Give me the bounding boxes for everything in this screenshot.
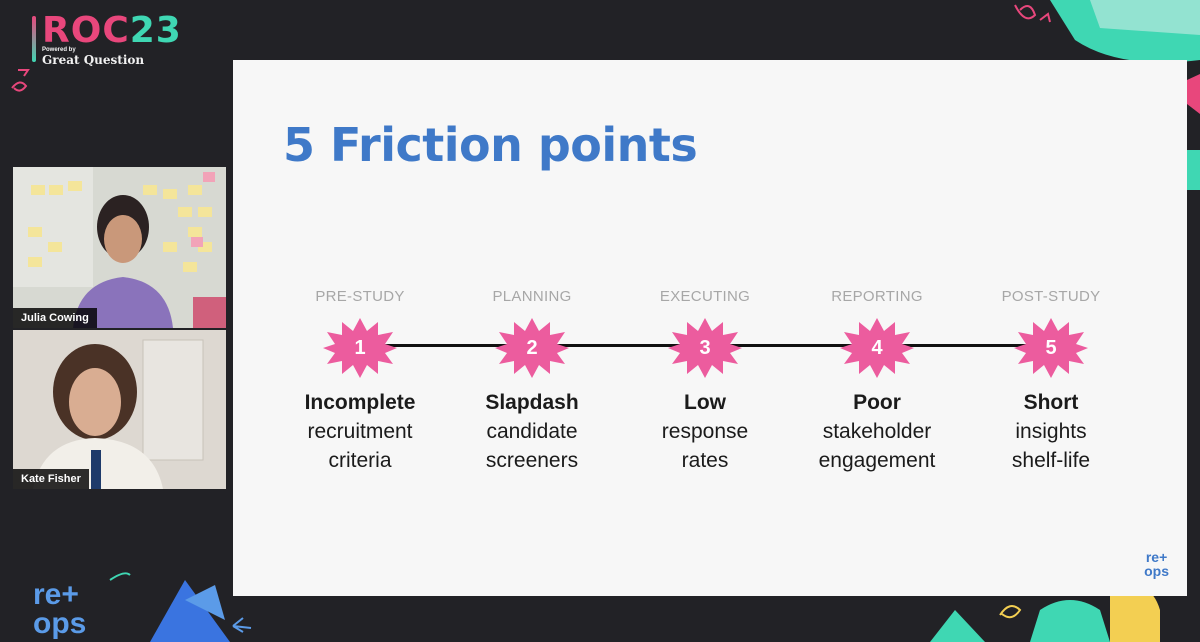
burst-icon: 4 — [840, 317, 914, 379]
stage-label: PLANNING — [492, 288, 572, 305]
stage-pre-study: PRE-STUDY 1 Incomplete recruitment crite… — [265, 286, 455, 475]
stage-description: response rates — [661, 420, 749, 472]
stage-post-study: POST-STUDY 5 Short insights shelf-life — [956, 286, 1146, 475]
burst-icon: 2 — [495, 317, 569, 379]
powered-by-text: Powered by — [42, 47, 76, 53]
stage-label: POST-STUDY — [1001, 288, 1101, 305]
stage-number: 1 — [354, 337, 366, 359]
stage-label: EXECUTING — [659, 288, 751, 305]
stage-reporting: REPORTING 4 Poor stakeholder engagement — [782, 286, 972, 475]
video-tile-participant-2[interactable]: Kate Fisher — [13, 330, 226, 489]
participant-video-2 — [13, 330, 226, 489]
stage-number: 4 — [871, 337, 883, 359]
stage-heading: Slapdash — [485, 391, 579, 414]
sponsor-name: Great Question — [42, 53, 145, 67]
burst-icon: 5 — [1014, 317, 1088, 379]
stage-description: candidate screeners — [485, 420, 579, 472]
stage-label: PRE-STUDY — [315, 288, 405, 305]
stage-executing: EXECUTING 3 Low response rates — [610, 286, 800, 475]
stage-heading: Poor — [853, 391, 901, 414]
stage-heading: Incomplete — [304, 391, 416, 414]
burst-icon: 3 — [668, 317, 742, 379]
stage-description: insights shelf-life — [1011, 420, 1091, 472]
brand-logo: re+ ops — [33, 578, 87, 640]
stage-label: REPORTING — [831, 288, 923, 305]
presentation-slide: 5 Friction points PRE-STUDY 1 Incomplete… — [233, 60, 1187, 596]
slide-title: 5 Friction points — [283, 118, 698, 172]
stage-planning: PLANNING 2 Slapdash candidate screeners — [437, 286, 627, 475]
stage-description: stakeholder engagement — [818, 420, 936, 472]
stage-number: 3 — [699, 337, 711, 359]
video-tile-participant-1[interactable]: Julia Cowing — [13, 167, 226, 328]
participant-video-1 — [13, 167, 226, 328]
participant-name-tag: Kate Fisher — [13, 469, 89, 489]
stage-number: 2 — [526, 337, 538, 359]
participant-name-tag: Julia Cowing — [13, 308, 97, 328]
stage-heading: Low — [684, 391, 726, 414]
logo-bar — [32, 16, 36, 62]
stage-description: recruitment criteria — [307, 420, 413, 472]
stage-heading: Short — [1023, 391, 1079, 414]
stage-number: 5 — [1045, 337, 1057, 359]
burst-icon: 1 — [323, 317, 397, 379]
logo-wordmark: ROC23 — [42, 10, 182, 51]
slide-brand-logo: re+ ops — [1144, 549, 1169, 579]
